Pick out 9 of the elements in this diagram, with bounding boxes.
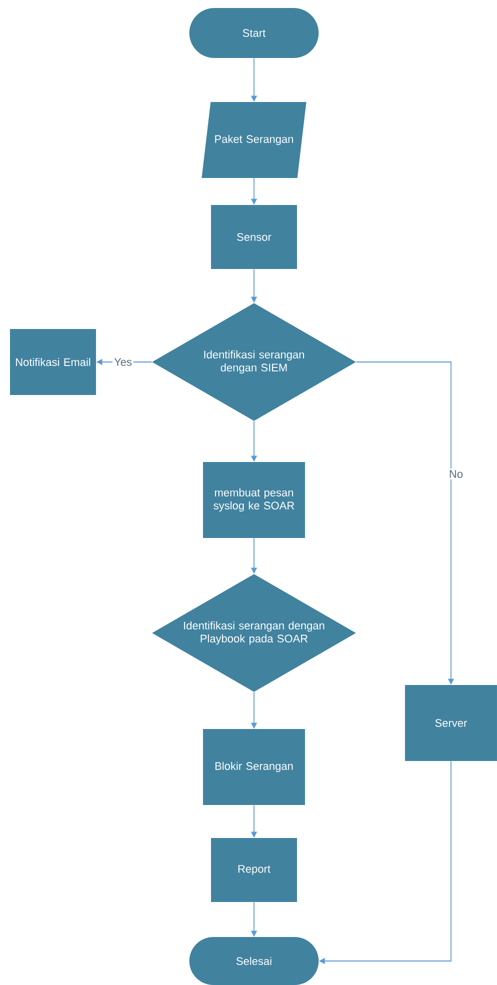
- edge-label: No: [447, 468, 465, 480]
- process-box: membuat pesan syslog ke SOAR: [203, 462, 305, 538]
- process-box: Notifikasi Email: [10, 329, 96, 395]
- process-box: Sensor: [211, 205, 297, 269]
- process-box: Server: [405, 685, 497, 761]
- input-parallelogram: Paket Serangan: [202, 102, 306, 178]
- process-box: Report: [211, 838, 297, 902]
- process-box: Blokir Serangan: [203, 729, 305, 805]
- edge-label: Yes: [112, 356, 134, 368]
